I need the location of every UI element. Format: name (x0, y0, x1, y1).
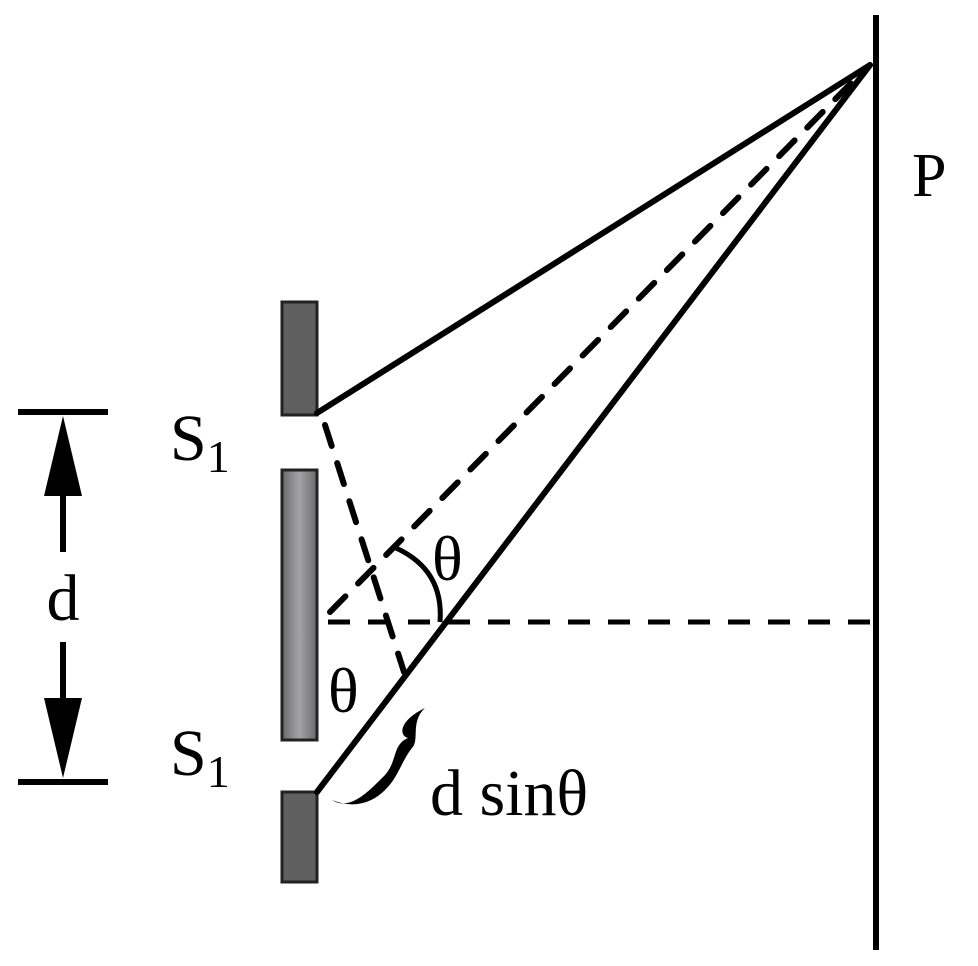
angle-lower-label: θ (328, 655, 359, 726)
label-p: P (912, 142, 946, 210)
angle-upper-label: θ (432, 523, 463, 594)
ray-top (314, 62, 873, 416)
barrier-bottom (280, 790, 319, 884)
arrow-up-icon (44, 416, 82, 496)
arrow-down-icon (44, 698, 82, 778)
slit-bottom-label: S1 (170, 717, 230, 797)
path-difference-label: d sinθ (430, 757, 588, 830)
angle-arc (394, 545, 443, 623)
ray-center-dashed (327, 69, 865, 615)
barrier-middle (280, 468, 319, 742)
ray-bottom (314, 62, 873, 795)
barrier-top (280, 300, 319, 417)
separation-label: d (47, 562, 80, 635)
slit-top-label: S1 (170, 402, 230, 482)
perpendicular-dashed (322, 422, 407, 675)
brace-icon (332, 708, 425, 805)
